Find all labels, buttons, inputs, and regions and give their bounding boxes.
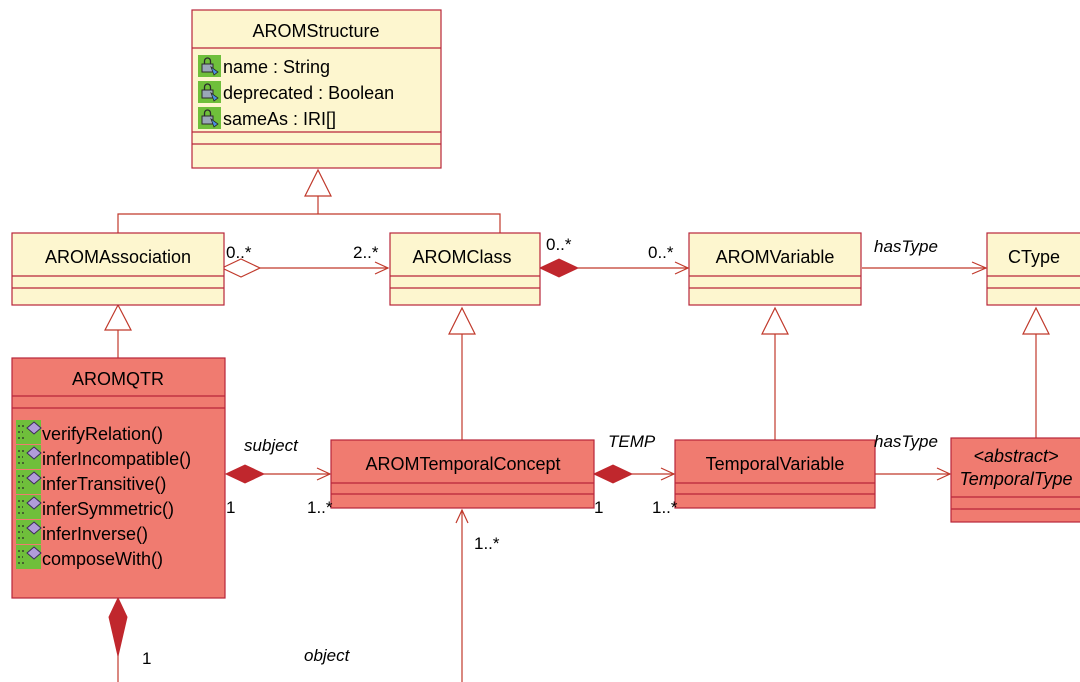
assoc-multiplicity-right: 2..*	[353, 243, 379, 262]
attribute-text: sameAs : IRI[]	[223, 109, 336, 129]
class-name: AROMQTR	[72, 369, 164, 389]
hastype-arrowhead-top	[971, 261, 988, 275]
attribute-row: name : String	[198, 55, 330, 77]
lock-icon	[201, 57, 219, 76]
method-text: inferSymmetric()	[42, 499, 174, 519]
hastype-label-bottom: hasType	[874, 432, 938, 451]
temp-arrowhead	[660, 467, 676, 481]
class-name: AROMVariable	[716, 247, 835, 267]
class-arom-class[interactable]: AROMClass	[389, 232, 541, 306]
generalization-arrowhead-temporal-type	[1022, 306, 1050, 335]
aggregation-diamond	[220, 258, 262, 278]
temp-multiplicity-left: 1	[594, 498, 603, 517]
method-icon	[18, 546, 42, 564]
class-arom-qtr[interactable]: AROMQTR verifyRelation() inferIncompatibl…	[11, 357, 226, 599]
class-name: TemporalType	[959, 469, 1072, 489]
generalization-arrowhead-temporal-concept	[448, 306, 476, 335]
assoc-multiplicity-left: 0..*	[226, 243, 252, 262]
class-arom-variable[interactable]: AROMVariable	[688, 232, 862, 306]
method-row: composeWith()	[16, 545, 163, 569]
method-list: verifyRelation() inferIncompatible() infer…	[16, 420, 191, 569]
temp-multiplicity-right: 1..*	[652, 498, 678, 517]
composition-multiplicity-left: 0..*	[546, 235, 572, 254]
method-icon	[18, 471, 42, 489]
subject-label: subject	[244, 436, 299, 455]
class-arom-temporal-concept[interactable]: AROMTemporalConcept	[330, 439, 595, 509]
lock-icon	[201, 83, 219, 102]
method-text: composeWith()	[42, 549, 163, 569]
generalization-edge-structure	[117, 213, 501, 233]
method-icon	[18, 421, 42, 439]
qtr-composition-diamond	[108, 596, 128, 657]
method-row: verifyRelation()	[16, 420, 163, 444]
class-ctype[interactable]: CType	[986, 232, 1080, 306]
class-temporal-type[interactable]: <abstract> TemporalType	[950, 437, 1080, 523]
method-text: inferTransitive()	[42, 474, 166, 494]
method-icon	[18, 446, 42, 464]
class-name: AROMTemporalConcept	[365, 454, 560, 474]
method-icon	[18, 521, 42, 539]
composition-multiplicity-right: 0..*	[648, 243, 674, 262]
method-icon	[18, 496, 42, 514]
attribute-text: name : String	[223, 57, 330, 77]
object-multiplicity-top: 1..*	[474, 534, 500, 553]
object-label: object	[304, 646, 351, 665]
temp-label: TEMP	[608, 432, 656, 451]
lock-icon	[201, 109, 219, 128]
hastype-label-top: hasType	[874, 237, 938, 256]
attribute-row: sameAs : IRI[]	[198, 107, 336, 129]
method-row: inferIncompatible()	[16, 445, 191, 469]
method-text: inferIncompatible()	[42, 449, 191, 469]
attribute-text: deprecated : Boolean	[223, 83, 394, 103]
generalization-arrowhead-qtr	[104, 303, 132, 331]
hastype-arrowhead-bottom	[936, 467, 952, 481]
class-name: AROMStructure	[252, 21, 379, 41]
method-row: inferSymmetric()	[16, 495, 174, 519]
method-text: inferInverse()	[42, 524, 148, 544]
class-name: CType	[1008, 247, 1060, 267]
method-row: inferTransitive()	[16, 470, 166, 494]
class-name: TemporalVariable	[706, 454, 845, 474]
composition-diamond-class-variable	[538, 258, 580, 278]
generalization-arrowhead-temporal-variable	[761, 306, 789, 335]
subject-multiplicity-right: 1..*	[307, 498, 333, 517]
class-arom-association[interactable]: AROMAssociation	[11, 232, 225, 306]
class-stereotype: <abstract>	[973, 446, 1058, 466]
subject-composition-diamond	[224, 464, 266, 484]
class-temporal-variable[interactable]: TemporalVariable	[674, 439, 876, 509]
class-arom-structure[interactable]: AROMStructure name : String deprecated :…	[191, 9, 442, 169]
subject-arrowhead	[316, 467, 332, 481]
aggregation-arrowhead	[374, 261, 390, 275]
method-text: verifyRelation()	[42, 424, 163, 444]
temp-composition-diamond	[592, 464, 634, 484]
generalization-arrowhead-structure	[304, 168, 332, 197]
object-arrowhead	[455, 508, 469, 524]
composition-arrowhead-class-variable	[674, 261, 690, 275]
subject-multiplicity-left: 1	[226, 498, 235, 517]
object-multiplicity-bottom: 1	[142, 649, 151, 668]
method-row: inferInverse()	[16, 520, 148, 544]
class-name: AROMAssociation	[45, 247, 191, 267]
class-name: AROMClass	[412, 247, 511, 267]
attribute-row: deprecated : Boolean	[198, 81, 394, 103]
